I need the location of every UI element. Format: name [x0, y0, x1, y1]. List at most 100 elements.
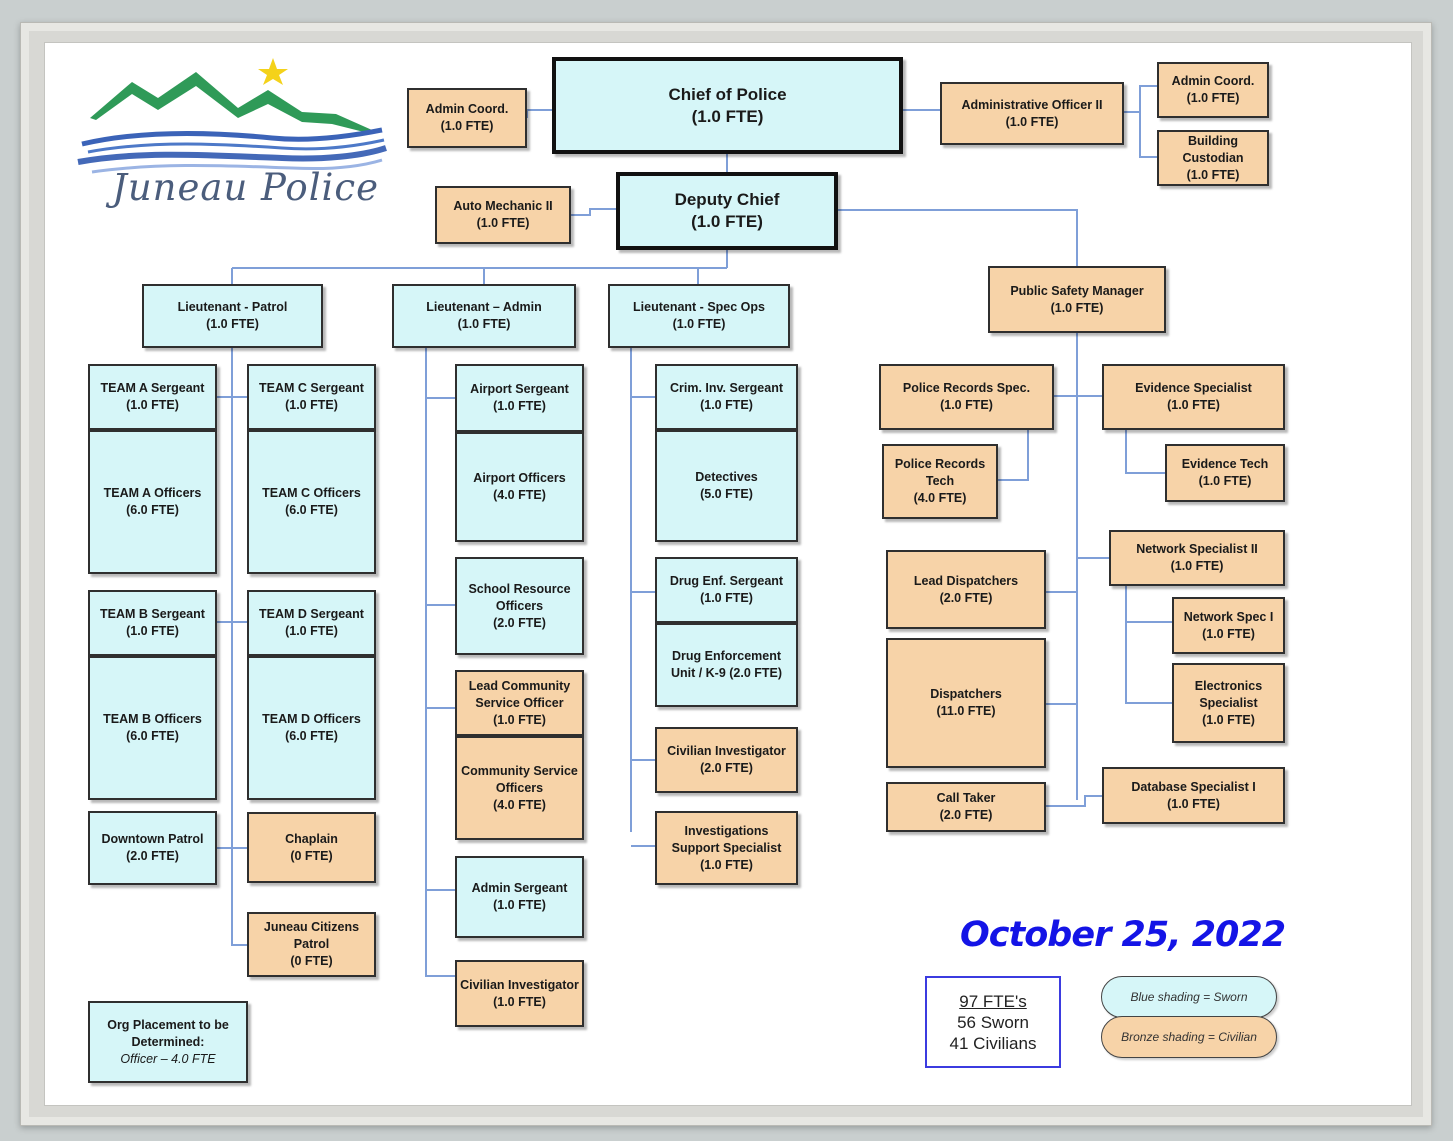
box-title: TEAM B Officers — [103, 712, 202, 726]
box-title: Public Safety Manager — [1010, 283, 1144, 298]
crim-inv-sergeant-box: Crim. Inv. Sergeant (1.0 FTE) — [655, 364, 798, 430]
team-a-sergeant-box: TEAM A Sergeant (1.0 FTE) — [88, 364, 217, 430]
box-fte: (1.0 FTE) — [1167, 398, 1220, 412]
team-a-officers-box: TEAM A Officers (6.0 FTE) — [88, 430, 217, 574]
chaplain-box: Chaplain (0 FTE) — [247, 812, 376, 883]
box-fte: (1.0 FTE) — [493, 898, 546, 912]
network-specialist-ii-box: Network Specialist II (1.0 FTE) — [1109, 530, 1285, 586]
box-title: Civilian Investigator — [460, 977, 579, 992]
box-title: Building Custodian — [1182, 133, 1244, 165]
box-title: Drug Enforcement Unit / K-9 (2.0 FTE) — [670, 649, 783, 680]
box-title: TEAM D Officers — [262, 712, 361, 726]
box-title: Deputy Chief — [674, 190, 780, 209]
box-fte: Officer – 4.0 FTE — [120, 1051, 216, 1066]
box-fte: (1.0 FTE) — [493, 712, 546, 727]
box-fte: (1.0 FTE) — [691, 106, 764, 126]
box-title: Lead Community Service Officer — [468, 678, 571, 710]
box-title: Admin Coord. — [425, 102, 509, 116]
lead-dispatchers-box: Lead Dispatchers (2.0 FTE) — [886, 550, 1046, 629]
box-title: Database Specialist I — [1131, 779, 1256, 794]
drug-enforcement-unit-box: Drug Enforcement Unit / K-9 (2.0 FTE) — [655, 623, 798, 707]
box-fte: (1.0 FTE) — [1186, 91, 1240, 105]
box-title: Admin Coord. — [1171, 74, 1255, 88]
box-fte: (1.0 FTE) — [1186, 167, 1240, 182]
box-title: Call Taker — [936, 791, 996, 805]
detectives-box: Detectives (5.0 FTE) — [655, 430, 798, 542]
box-fte: (4.0 FTE) — [913, 491, 967, 505]
box-title: Airport Officers — [473, 471, 566, 485]
total-civilians: 41 Civilians — [949, 1033, 1037, 1053]
box-fte: (6.0 FTE) — [126, 503, 179, 517]
box-title: Detectives — [695, 470, 758, 484]
civilian-investigator-spec-box: Civilian Investigator (2.0 FTE) — [655, 727, 798, 793]
box-title: Evidence Specialist — [1135, 381, 1252, 395]
box-fte: (1.0 FTE) — [440, 119, 494, 133]
deputy-chief-box: Deputy Chief (1.0 FTE) — [616, 172, 838, 250]
box-title: Downtown Patrol — [101, 832, 204, 846]
airport-sergeant-box: Airport Sergeant (1.0 FTE) — [455, 364, 584, 432]
drug-enf-sergeant-box: Drug Enf. Sergeant (1.0 FTE) — [655, 557, 798, 623]
box-fte: (1.0 FTE) — [493, 399, 546, 413]
downtown-patrol-box: Downtown Patrol (2.0 FTE) — [88, 811, 217, 885]
box-fte: (1.0 FTE) — [1167, 796, 1220, 811]
box-fte: (1.0 FTE) — [126, 624, 179, 638]
legend-sworn: Blue shading = Sworn — [1101, 976, 1277, 1018]
box-title: Evidence Tech — [1181, 457, 1269, 471]
box-fte: (1.0 FTE) — [1005, 114, 1059, 129]
box-title: Lieutenant - Spec Ops — [633, 300, 765, 314]
box-title: Auto Mechanic II — [453, 199, 553, 213]
box-fte: (1.0 FTE) — [1170, 559, 1224, 573]
box-title: Drug Enf. Sergeant — [669, 574, 784, 588]
box-fte: (1.0 FTE) — [1202, 712, 1255, 727]
lieutenant-spec-ops-box: Lieutenant - Spec Ops (1.0 FTE) — [608, 284, 790, 348]
box-title: Juneau Citizens Patrol — [263, 920, 360, 951]
box-title: Crim. Inv. Sergeant — [670, 381, 783, 395]
box-title: Administrative Officer II — [961, 97, 1103, 112]
box-fte: (2.0 FTE) — [126, 849, 179, 863]
box-fte: (2.0 FTE) — [700, 761, 753, 775]
box-fte: (6.0 FTE) — [126, 729, 179, 743]
police-records-tech-box: Police Records Tech (4.0 FTE) — [882, 444, 998, 519]
chief-of-police-box: Chief of Police (1.0 FTE) — [552, 57, 903, 154]
box-fte: (1.0 FTE) — [700, 591, 753, 605]
box-title: Lieutenant - Patrol — [177, 300, 288, 314]
box-fte: (1.0 FTE) — [700, 398, 753, 412]
box-fte: (1.0 FTE) — [476, 216, 530, 230]
box-fte: (1.0 FTE) — [206, 317, 259, 331]
box-fte: (1.0 FTE) — [700, 857, 753, 872]
box-fte: (0 FTE) — [290, 848, 333, 863]
box-fte: (1.0 FTE) — [1050, 300, 1104, 315]
fte-totals-box: 97 FTE's 56 Sworn 41 Civilians — [925, 976, 1061, 1068]
box-fte: (6.0 FTE) — [285, 729, 338, 743]
lieutenant-patrol-box: Lieutenant - Patrol (1.0 FTE) — [142, 284, 323, 348]
legend-civilian: Bronze shading = Civilian — [1101, 1016, 1277, 1058]
box-title: TEAM A Officers — [103, 486, 202, 500]
box-title: Lieutenant – Admin — [426, 300, 542, 314]
box-title: Community Service Officers — [461, 763, 578, 795]
org-placement-tbd-box: Org Placement to be Determined: Officer … — [88, 1001, 248, 1083]
box-title: Network Spec I — [1183, 609, 1274, 624]
box-fte: (1.0 FTE) — [285, 624, 338, 638]
network-spec-i-box: Network Spec I (1.0 FTE) — [1172, 597, 1285, 654]
team-c-sergeant-box: TEAM C Sergeant (1.0 FTE) — [247, 364, 376, 430]
box-fte: (1.0 FTE) — [285, 398, 338, 412]
box-fte: (2.0 FTE) — [493, 615, 546, 630]
admin-coord-right-box: Admin Coord. (1.0 FTE) — [1157, 62, 1269, 118]
admin-sergeant-box: Admin Sergeant (1.0 FTE) — [455, 856, 584, 938]
box-fte: (4.0 FTE) — [493, 488, 546, 502]
box-title: TEAM D Sergeant — [259, 607, 364, 621]
box-fte: (1.0 FTE) — [672, 317, 726, 331]
community-service-officers-box: Community Service Officers (4.0 FTE) — [455, 736, 584, 840]
box-title: Electronics Specialist — [1194, 678, 1263, 710]
box-title: Civilian Investigator — [667, 744, 786, 758]
box-title: Org Placement to be Determined: — [107, 1017, 229, 1049]
juneau-citizens-patrol-box: Juneau Citizens Patrol (0 FTE) — [247, 912, 376, 977]
box-title: Chief of Police — [668, 84, 787, 104]
database-specialist-box: Database Specialist I (1.0 FTE) — [1102, 767, 1285, 824]
airport-officers-box: Airport Officers (4.0 FTE) — [455, 432, 584, 542]
evidence-specialist-box: Evidence Specialist (1.0 FTE) — [1102, 364, 1285, 430]
auto-mechanic-box: Auto Mechanic II (1.0 FTE) — [435, 186, 571, 244]
box-fte: (11.0 FTE) — [936, 704, 996, 718]
investigations-support-box: Investigations Support Specialist (1.0 F… — [655, 811, 798, 885]
